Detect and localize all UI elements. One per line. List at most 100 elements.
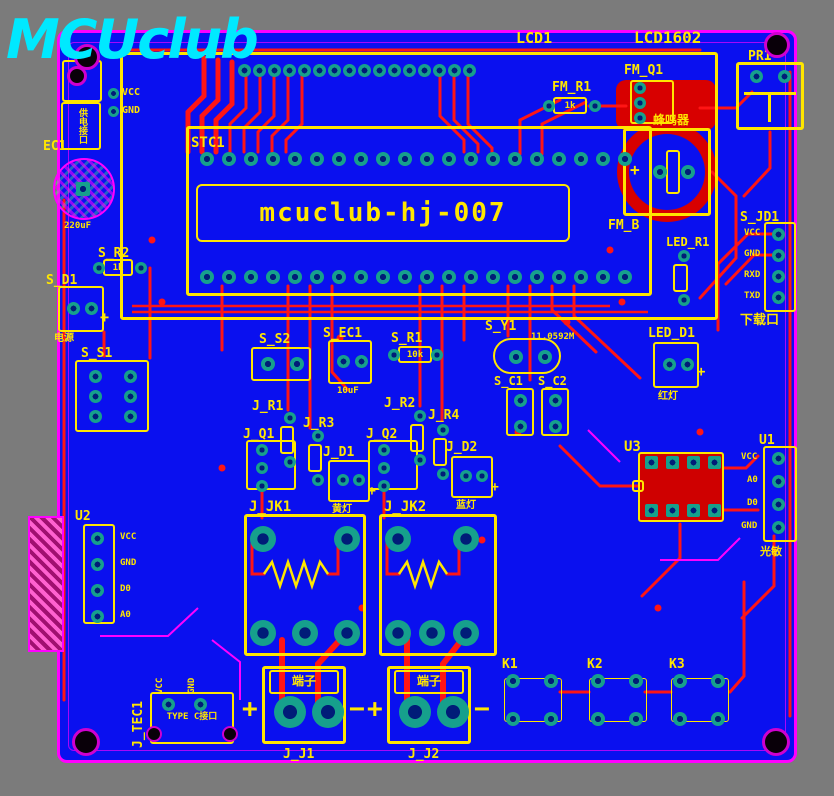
pad[interactable] bbox=[708, 456, 721, 469]
pad[interactable] bbox=[358, 64, 371, 77]
s-r2-body[interactable]: 1k bbox=[103, 259, 133, 276]
pad[interactable] bbox=[414, 454, 426, 466]
pad[interactable] bbox=[549, 420, 562, 433]
pad[interactable] bbox=[268, 64, 281, 77]
pad[interactable] bbox=[552, 270, 566, 284]
pad[interactable] bbox=[290, 357, 304, 371]
pad[interactable] bbox=[544, 712, 558, 726]
k2-outline[interactable] bbox=[589, 678, 647, 722]
s-jd1-pin-row[interactable] bbox=[772, 228, 785, 304]
j-r3-body[interactable] bbox=[308, 444, 322, 472]
pad[interactable] bbox=[681, 358, 694, 371]
pad[interactable] bbox=[312, 474, 324, 486]
pad[interactable] bbox=[666, 456, 679, 469]
pad[interactable] bbox=[284, 412, 296, 424]
pad[interactable] bbox=[256, 480, 268, 492]
pad[interactable] bbox=[634, 82, 646, 94]
pad[interactable] bbox=[414, 410, 426, 422]
pad[interactable] bbox=[463, 64, 476, 77]
s-ec1-body[interactable] bbox=[328, 340, 372, 384]
pad[interactable] bbox=[250, 620, 276, 646]
pad[interactable] bbox=[398, 152, 412, 166]
pad[interactable] bbox=[437, 696, 469, 728]
pad[interactable] bbox=[353, 474, 365, 486]
pad[interactable] bbox=[596, 270, 610, 284]
j-j2-outline[interactable] bbox=[387, 666, 471, 744]
pad[interactable] bbox=[378, 444, 390, 456]
pad[interactable] bbox=[332, 270, 346, 284]
pad[interactable] bbox=[244, 270, 258, 284]
pad[interactable] bbox=[313, 64, 326, 77]
pad[interactable] bbox=[772, 498, 785, 511]
pad[interactable] bbox=[442, 270, 456, 284]
pad[interactable] bbox=[376, 270, 390, 284]
pad[interactable] bbox=[645, 504, 658, 517]
pad[interactable] bbox=[772, 521, 785, 534]
j-d2-body[interactable] bbox=[451, 456, 493, 498]
pad[interactable] bbox=[91, 532, 104, 545]
pad[interactable] bbox=[453, 620, 479, 646]
pad[interactable] bbox=[162, 698, 175, 711]
stc1-pin-row-top[interactable] bbox=[200, 152, 632, 166]
pad[interactable] bbox=[678, 294, 690, 306]
pad[interactable] bbox=[778, 70, 791, 83]
led-d1-body[interactable] bbox=[653, 342, 699, 388]
pad[interactable] bbox=[486, 270, 500, 284]
pad[interactable] bbox=[91, 584, 104, 597]
pad[interactable] bbox=[645, 456, 658, 469]
pad[interactable] bbox=[194, 698, 207, 711]
pad[interactable] bbox=[312, 696, 344, 728]
pad[interactable] bbox=[388, 64, 401, 77]
pad[interactable] bbox=[288, 152, 302, 166]
pad[interactable] bbox=[448, 64, 461, 77]
pad[interactable] bbox=[89, 410, 102, 423]
u2-outline[interactable] bbox=[83, 524, 115, 624]
fm-q1-transistor-body[interactable] bbox=[630, 80, 674, 124]
pad[interactable] bbox=[378, 480, 390, 492]
pad[interactable] bbox=[634, 112, 646, 124]
pad[interactable] bbox=[332, 152, 346, 166]
pad[interactable] bbox=[420, 270, 434, 284]
pad[interactable] bbox=[708, 504, 721, 517]
pad[interactable] bbox=[403, 64, 416, 77]
pad[interactable] bbox=[388, 349, 400, 361]
pad[interactable] bbox=[89, 390, 102, 403]
pad[interactable] bbox=[591, 674, 605, 688]
pad[interactable] bbox=[653, 165, 667, 179]
pad[interactable] bbox=[312, 430, 324, 442]
pad[interactable] bbox=[514, 394, 527, 407]
pad[interactable] bbox=[772, 270, 785, 283]
j-jk2-outline[interactable] bbox=[379, 514, 497, 656]
pad[interactable] bbox=[437, 468, 449, 480]
pad[interactable] bbox=[89, 370, 102, 383]
pad[interactable] bbox=[124, 410, 137, 423]
pad[interactable] bbox=[124, 370, 137, 383]
j-r4-body[interactable] bbox=[433, 438, 447, 466]
pad[interactable] bbox=[328, 64, 341, 77]
stc1-pin-row-bottom[interactable] bbox=[200, 270, 632, 284]
pad[interactable] bbox=[288, 270, 302, 284]
pad[interactable] bbox=[634, 97, 646, 109]
s-s1-outline[interactable] bbox=[75, 360, 149, 432]
pad[interactable] bbox=[108, 106, 119, 117]
pad[interactable] bbox=[67, 302, 80, 315]
u1-outline[interactable] bbox=[763, 446, 797, 542]
pad[interactable] bbox=[355, 355, 368, 368]
pad[interactable] bbox=[750, 70, 763, 83]
pad[interactable] bbox=[398, 270, 412, 284]
s-c2-body[interactable] bbox=[541, 388, 569, 436]
fm-r1-body[interactable]: 1k bbox=[553, 97, 587, 114]
pad[interactable] bbox=[310, 152, 324, 166]
u1-pin-row[interactable] bbox=[772, 452, 785, 534]
lcd-pin-row[interactable] bbox=[238, 64, 476, 77]
s-r1-body[interactable]: 10k bbox=[398, 346, 432, 363]
pad[interactable] bbox=[549, 394, 562, 407]
pad[interactable] bbox=[666, 504, 679, 517]
j-q2-body[interactable] bbox=[368, 440, 418, 490]
pad[interactable] bbox=[256, 462, 268, 474]
pad[interactable] bbox=[687, 504, 700, 517]
pad[interactable] bbox=[354, 152, 368, 166]
pad[interactable] bbox=[373, 64, 386, 77]
pad[interactable] bbox=[378, 462, 390, 474]
pad[interactable] bbox=[250, 526, 276, 552]
